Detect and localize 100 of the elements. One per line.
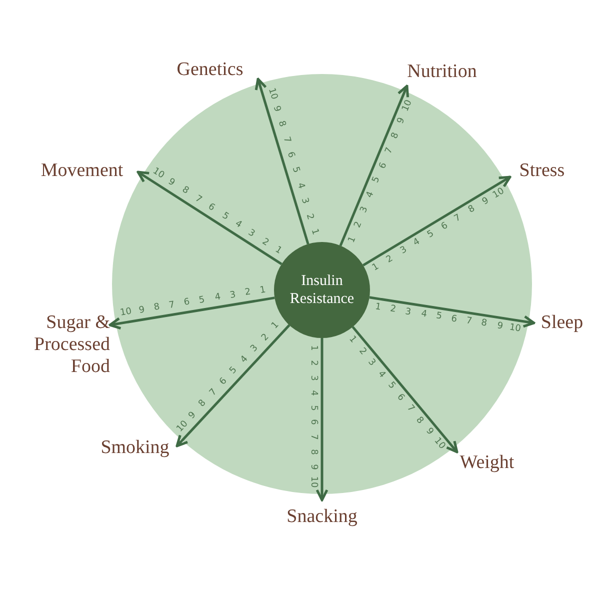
scale-number: 2 — [244, 288, 252, 298]
scale-number: 5 — [372, 176, 383, 185]
scale-number: 8 — [180, 186, 190, 197]
scale-number: 5 — [308, 404, 318, 410]
scale-number: 1 — [270, 321, 282, 332]
scale-number: 5 — [426, 230, 436, 240]
scale-number: 4 — [420, 310, 428, 320]
arrow — [176, 324, 290, 448]
scale-number: 6 — [308, 420, 318, 426]
scale-number: 9 — [188, 410, 198, 421]
scale-number: 9 — [166, 177, 176, 188]
scale-number: 4 — [240, 354, 250, 365]
factor-label: Stress — [519, 160, 565, 182]
scale-number: 2 — [390, 305, 397, 316]
scale-number: 3 — [229, 290, 236, 300]
scale-number: 9 — [271, 104, 282, 114]
scale-number: 3 — [246, 228, 256, 240]
arrow — [108, 296, 275, 330]
scale-number: 10 — [402, 99, 415, 114]
scale-number: 4 — [412, 238, 422, 249]
arrow — [136, 170, 282, 266]
scale-number: 9 — [138, 306, 146, 316]
scale-number: 10 — [431, 436, 446, 452]
scale-number: 1 — [346, 335, 358, 346]
arrow — [369, 296, 536, 328]
scale-number: 6 — [450, 314, 458, 325]
scale-number: 1 — [273, 246, 283, 256]
arrow — [316, 338, 328, 502]
scale-number: 7 — [404, 404, 416, 414]
scale-number: 9 — [308, 464, 318, 470]
scale-number: 7 — [168, 300, 176, 311]
scale-number: 2 — [260, 332, 271, 343]
scale-number: 10 — [175, 419, 190, 434]
scale-number: 4 — [233, 220, 243, 231]
arrow — [339, 84, 410, 246]
scale-number: 3 — [360, 206, 370, 215]
scale-number: 8 — [153, 303, 160, 314]
scale-number: 7 — [384, 146, 396, 156]
factor-label: Movement — [40, 160, 124, 182]
scale-number: 10 — [150, 167, 166, 182]
scale-number: 10 — [492, 187, 506, 201]
factor-label: Weight — [460, 452, 514, 474]
scale-number: 8 — [390, 131, 402, 140]
center-label: Insulin Resistance — [288, 272, 356, 308]
scale-number: 6 — [440, 221, 450, 232]
scale-number: 5 — [198, 296, 206, 306]
scale-number: 3 — [250, 343, 260, 354]
scale-number: 5 — [290, 166, 300, 174]
scale-number: 1 — [347, 236, 358, 244]
scale-number: 2 — [385, 254, 395, 265]
factor-label: Smoking — [100, 437, 170, 459]
arrow — [362, 176, 512, 266]
scale-number: 6 — [206, 203, 216, 214]
scale-number: 7 — [308, 434, 318, 440]
scale-number: 5 — [435, 312, 442, 322]
scale-number: 9 — [496, 322, 504, 332]
factor-label: Genetics — [176, 59, 244, 81]
scale-number: 2 — [356, 346, 368, 357]
scale-number: 8 — [276, 120, 286, 128]
scale-number: 4 — [376, 370, 386, 380]
scale-number: 1 — [374, 302, 382, 313]
scale-number: 2 — [260, 237, 270, 248]
arrow — [352, 326, 458, 454]
scale-number: 10 — [120, 308, 133, 319]
scale-number: 1 — [308, 345, 318, 351]
scale-number: 6 — [378, 161, 389, 170]
scale-number: 7 — [466, 317, 473, 327]
factor-label: Sugar & Processed Food — [10, 312, 110, 378]
scale-number: 8 — [467, 205, 477, 216]
scale-number: 5 — [385, 381, 396, 392]
scale-number: 10 — [508, 324, 522, 334]
scale-number: 8 — [198, 399, 209, 410]
scale-number: 3 — [366, 358, 377, 368]
arrow — [254, 78, 310, 244]
scale-number: 4 — [214, 293, 222, 303]
scale-number: 8 — [480, 320, 488, 330]
scale-number: 6 — [285, 151, 296, 160]
scale-number: 2 — [354, 220, 364, 230]
scale-number: 2 — [308, 360, 318, 366]
scale-number: 6 — [394, 392, 406, 403]
scale-number: 9 — [480, 196, 490, 208]
scale-number: 1 — [260, 286, 267, 296]
scale-number: 4 — [366, 190, 376, 200]
factor-label: Nutrition — [407, 61, 477, 83]
scale-number: 5 — [220, 212, 230, 222]
scale-number: 1 — [308, 228, 319, 236]
scale-number: 10 — [308, 476, 318, 488]
factor-label: Snacking — [286, 506, 358, 528]
scale-number: 7 — [280, 136, 291, 144]
scale-number: 4 — [308, 390, 318, 396]
scale-number: 3 — [308, 374, 318, 381]
scale-number: 7 — [193, 194, 203, 206]
scale-number: 2 — [304, 212, 314, 221]
scale-number: 8 — [308, 449, 318, 456]
scale-number: 6 — [184, 298, 191, 308]
scale-number: 9 — [396, 116, 408, 126]
scale-number: 3 — [299, 197, 310, 206]
scale-number: 5 — [229, 366, 240, 376]
scale-number: 7 — [208, 388, 219, 398]
factor-label: Sleep — [540, 312, 584, 334]
